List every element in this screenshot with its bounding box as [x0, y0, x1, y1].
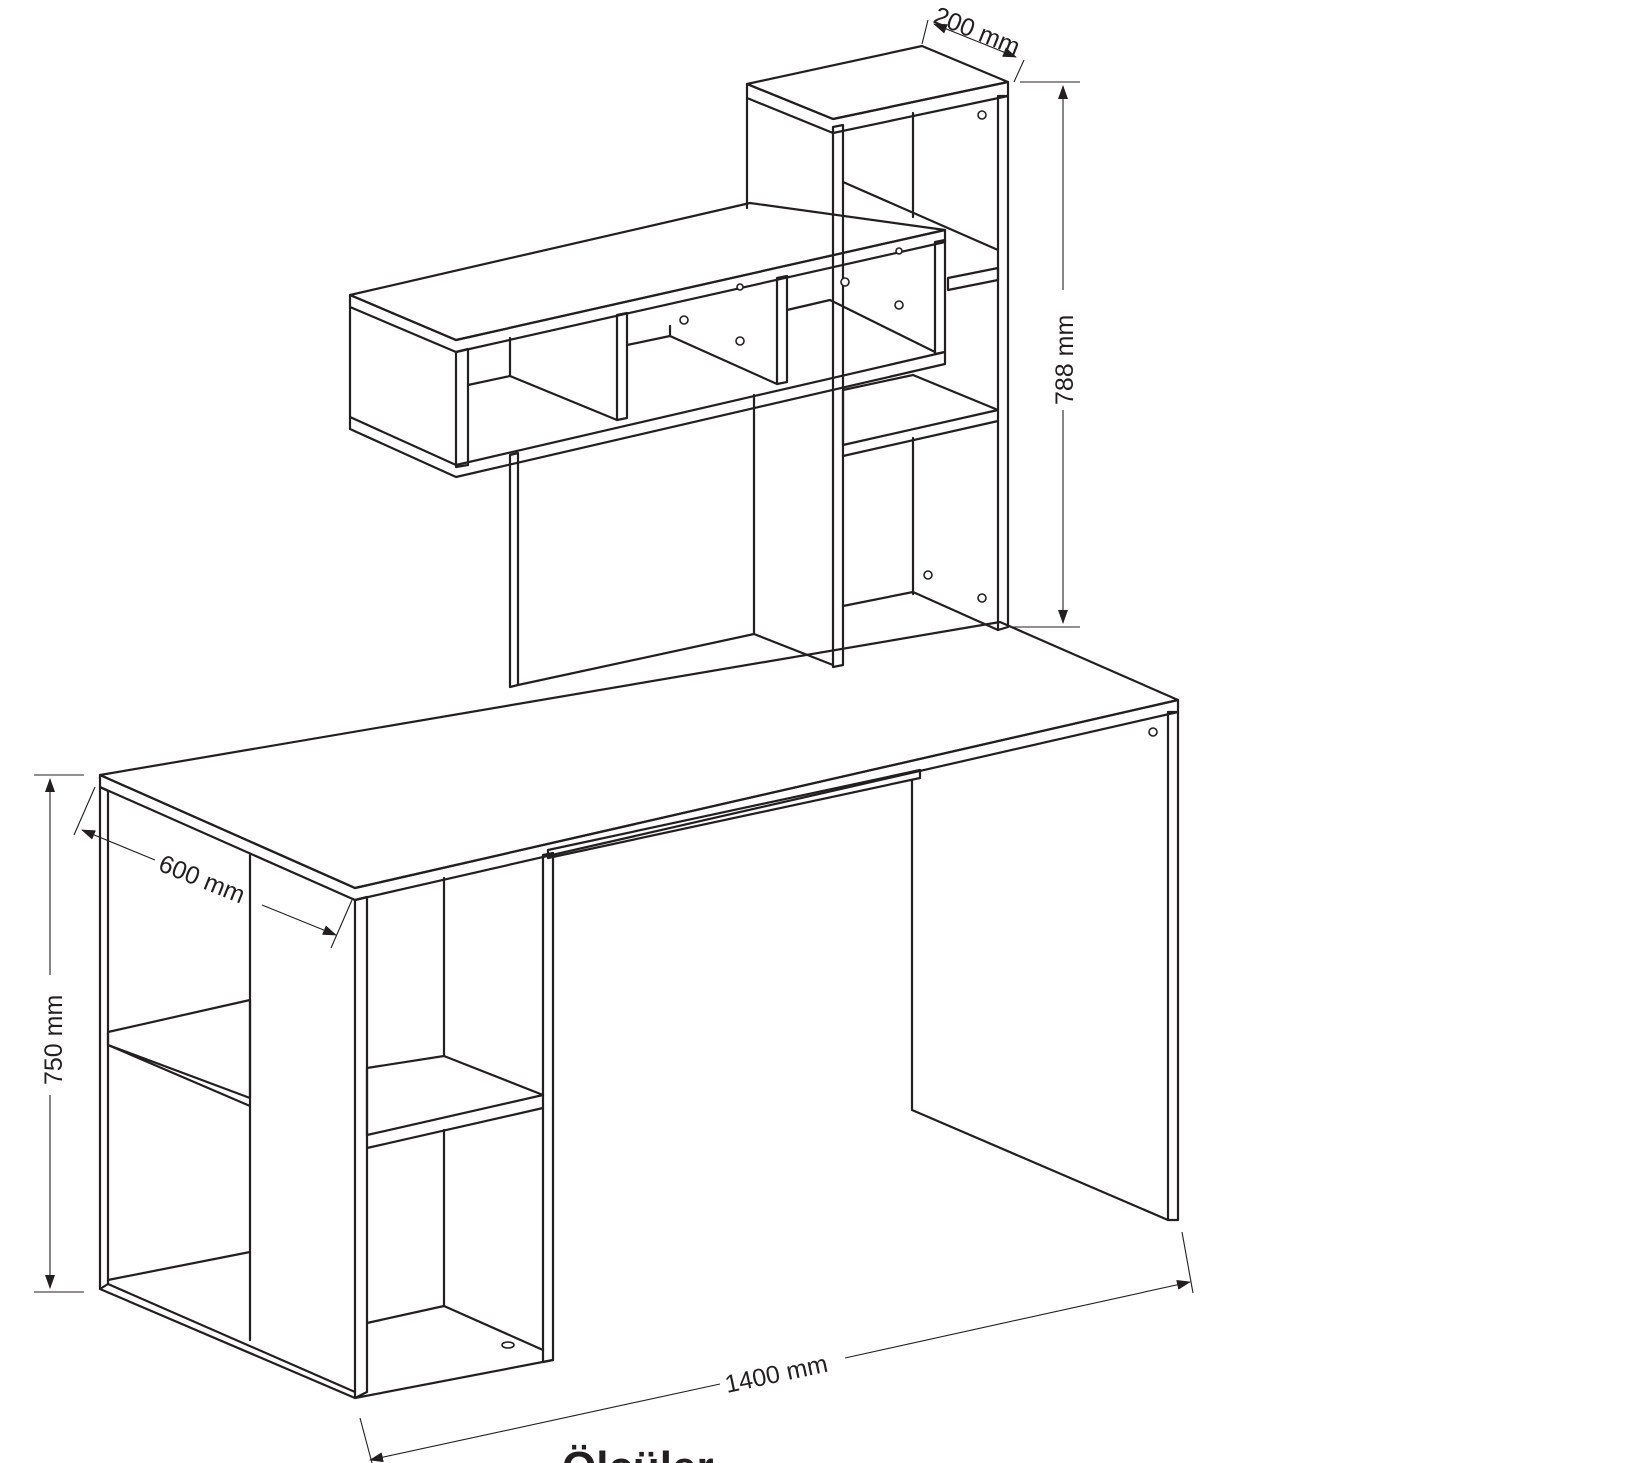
hutch-right-panel	[996, 94, 1010, 632]
hutch	[348, 44, 1010, 689]
desk-top-edge	[98, 698, 1180, 902]
dim-200-label: 200 mm	[930, 2, 1024, 62]
left-cabinet	[98, 785, 555, 1400]
desk-body	[98, 620, 1180, 1400]
hutch-support-panel	[508, 451, 520, 689]
caption-text: Ölçüler	[562, 1443, 714, 1463]
hutch-shelf-unit	[348, 201, 947, 479]
modesty-panel	[546, 768, 922, 860]
dim-750-label: 750 mm	[40, 995, 68, 1085]
desk-top	[98, 620, 1180, 890]
right-leg-panel	[1166, 710, 1180, 1222]
dim-788: 788 mm	[1012, 81, 1080, 628]
dim-1400: 1400 mm	[359, 1231, 1194, 1463]
dim-200: 200 mm	[921, 2, 1025, 83]
dim-1400-label: 1400 mm	[722, 1350, 830, 1399]
dim-600-label: 600 mm	[155, 850, 249, 910]
dim-788-label: 788 mm	[1051, 315, 1079, 405]
hutch-top-block	[745, 44, 1010, 121]
dim-750: 750 mm	[34, 774, 84, 1293]
